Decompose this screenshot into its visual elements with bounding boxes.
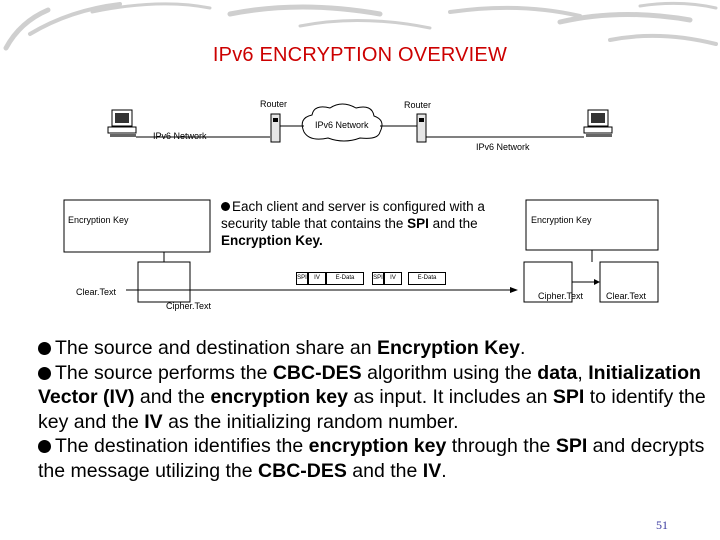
- bullet-icon: [38, 366, 51, 380]
- clear-text-right: Clear.Text: [606, 291, 647, 301]
- bullet-icon: [221, 202, 230, 211]
- note-spi: SPI: [407, 216, 429, 231]
- packet-iv-2: IV: [384, 272, 402, 285]
- cipher-text-right: Cipher.Text: [538, 291, 584, 301]
- packet-edata-2: E-Data: [408, 272, 446, 285]
- encryption-key-left-label: Encryption Key: [68, 215, 129, 225]
- encryption-key-right-label: Encryption Key: [531, 215, 592, 225]
- computer-left-icon: [107, 109, 137, 137]
- packet-spi-2: SPI: [372, 272, 384, 285]
- computer-right-icon: [583, 109, 613, 137]
- packet-iv-1: IV: [308, 272, 326, 285]
- note-text-2: and the: [428, 216, 478, 231]
- note-encryption-key: Encryption Key.: [221, 233, 323, 248]
- bullet-2: The source performs the CBC-DES algorith…: [38, 361, 706, 433]
- bullet-icon: [38, 440, 51, 453]
- router-right-icon: [416, 113, 427, 143]
- network-diagram: [63, 103, 659, 303]
- configuration-note: Each client and server is configured wit…: [221, 198, 521, 249]
- network-label-left: IPv6 Network: [153, 131, 207, 141]
- bullet-3: The destination identifies the encryptio…: [38, 435, 705, 482]
- bullet-1: The source and destination share an Encr…: [38, 336, 710, 361]
- note-text-1: Each client and server is configured wit…: [221, 199, 485, 231]
- body-bullets: The source and destination share an Encr…: [38, 336, 710, 483]
- router-label-right: Router: [404, 100, 432, 110]
- packet-edata-1: E-Data: [326, 272, 364, 285]
- router-left-icon: [270, 113, 281, 143]
- network-label-right: IPv6 Network: [476, 142, 530, 152]
- decorative-brush-strokes: [3, 1, 718, 51]
- network-cloud-icon: [301, 103, 383, 142]
- page-number: 51: [656, 518, 668, 532]
- page-title: IPv6 ENCRYPTION OVERVIEW: [212, 44, 508, 66]
- cloud-label: IPv6 Network: [315, 120, 369, 130]
- router-label-left: Router: [260, 99, 288, 109]
- cipher-text-left: Cipher.Text: [166, 301, 212, 311]
- packet-spi-1: SPI: [296, 272, 308, 285]
- bullet-icon: [38, 342, 51, 355]
- clear-text-left: Clear.Text: [76, 287, 117, 297]
